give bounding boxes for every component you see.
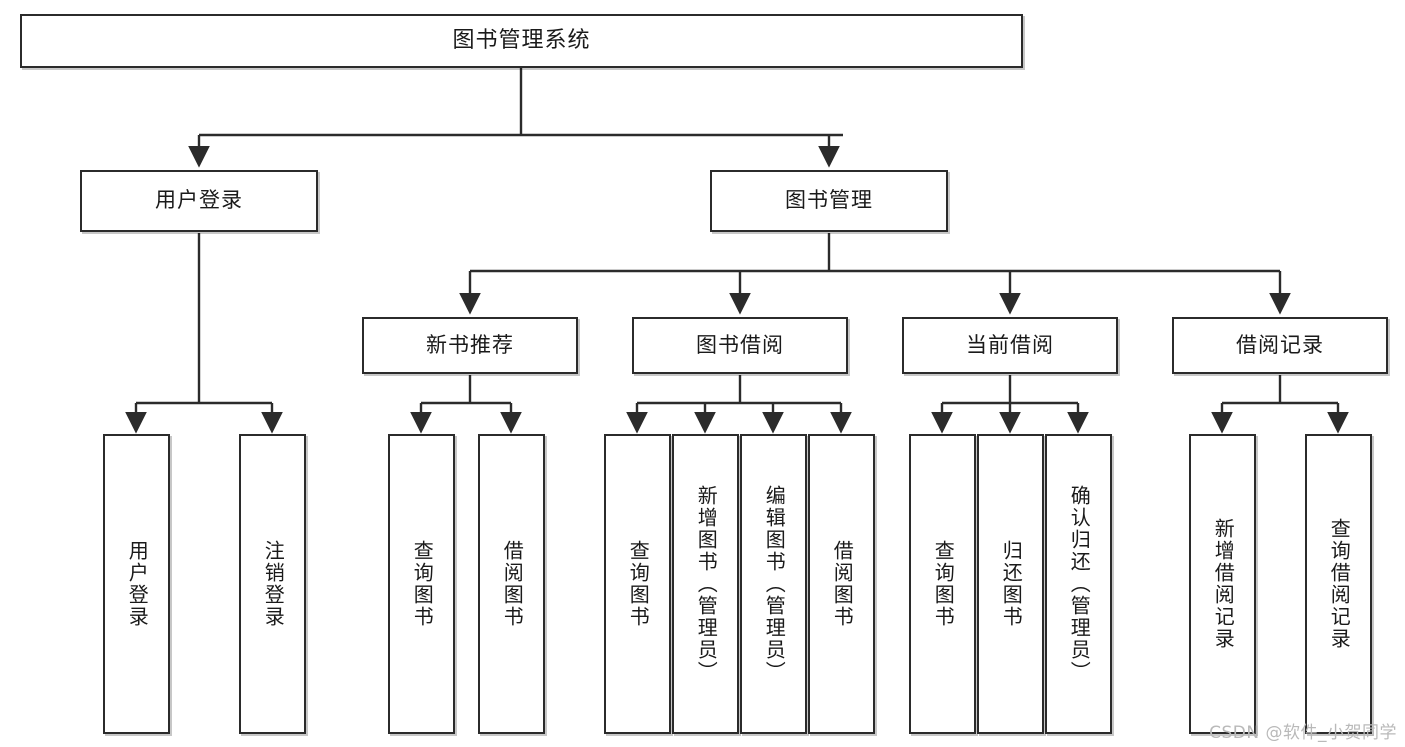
node-label: 确认归还（管理员） [1067, 485, 1092, 683]
node-leaf-borrow-add-book-admin[interactable]: 新增图书（管理员） [672, 434, 739, 734]
node-leaf-records-add-record[interactable]: 新增借阅记录 [1189, 434, 1256, 734]
node-leaf-recommend-borrow-book[interactable]: 借阅图书 [478, 434, 545, 734]
node-leaf-current-query-book[interactable]: 查询图书 [909, 434, 976, 734]
node-label: 借阅记录 [1236, 332, 1324, 357]
node-label: 归还图书 [999, 540, 1024, 628]
node-current-borrow[interactable]: 当前借阅 [902, 317, 1118, 374]
node-new-book-recommend[interactable]: 新书推荐 [362, 317, 578, 374]
node-leaf-current-confirm-return-admin[interactable]: 确认归还（管理员） [1045, 434, 1112, 734]
node-label: 用户登录 [155, 188, 243, 213]
node-user-login[interactable]: 用户登录 [80, 170, 318, 232]
node-leaf-records-query-record[interactable]: 查询借阅记录 [1305, 434, 1372, 734]
node-leaf-user-login-signin[interactable]: 用户登录 [103, 434, 170, 734]
node-leaf-user-login-signout[interactable]: 注销登录 [239, 434, 306, 734]
node-borrow-records[interactable]: 借阅记录 [1172, 317, 1388, 374]
node-label: 图书管理系统 [452, 27, 591, 53]
node-root-library-system[interactable]: 图书管理系统 [20, 14, 1023, 68]
node-leaf-current-return-book[interactable]: 归还图书 [977, 434, 1044, 734]
node-label: 查询图书 [931, 540, 956, 628]
node-book-management[interactable]: 图书管理 [710, 170, 948, 232]
node-leaf-borrow-edit-book-admin[interactable]: 编辑图书（管理员） [740, 434, 807, 734]
node-label: 新书推荐 [426, 332, 514, 357]
node-label: 注销登录 [261, 540, 286, 628]
node-book-borrow[interactable]: 图书借阅 [632, 317, 848, 374]
node-label: 新增借阅记录 [1211, 518, 1236, 650]
csdn-watermark: CSDN @软件_小贺同学 [1209, 723, 1397, 743]
node-label: 查询图书 [410, 540, 435, 628]
node-label: 当前借阅 [966, 332, 1054, 357]
node-label: 图书借阅 [696, 332, 784, 357]
node-label: 图书管理 [785, 188, 873, 213]
node-leaf-borrow-borrow-book[interactable]: 借阅图书 [808, 434, 875, 734]
node-leaf-borrow-query-book[interactable]: 查询图书 [604, 434, 671, 734]
node-label: 查询借阅记录 [1327, 518, 1352, 650]
node-label: 借阅图书 [500, 540, 525, 628]
node-label: 借阅图书 [830, 540, 855, 628]
node-leaf-recommend-query-book[interactable]: 查询图书 [388, 434, 455, 734]
node-label: 查询图书 [626, 540, 651, 628]
node-label: 新增图书（管理员） [694, 485, 719, 683]
node-label: 用户登录 [125, 540, 150, 628]
node-label: 编辑图书（管理员） [762, 485, 787, 683]
